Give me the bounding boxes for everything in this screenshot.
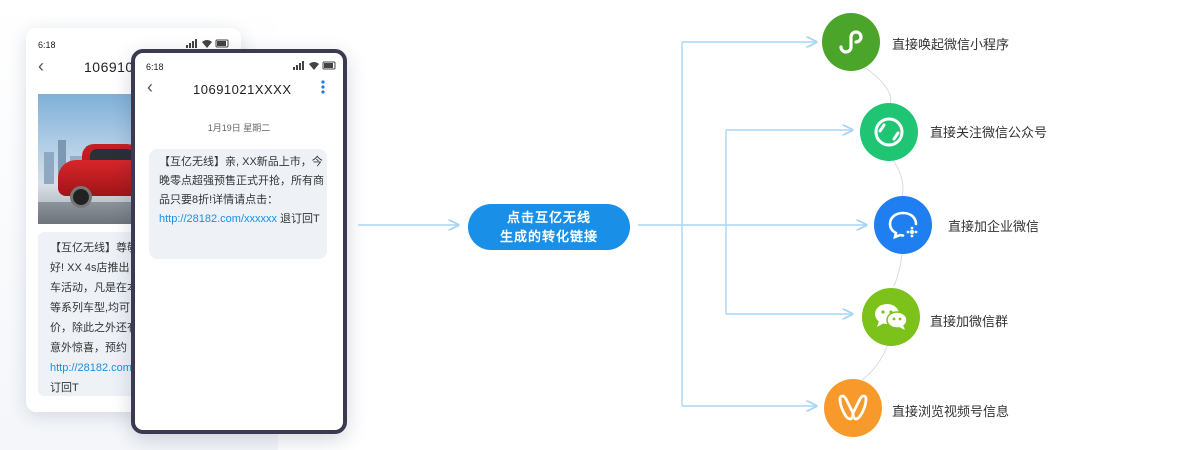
target-label-mini-program: 直接唤起微信小程序 xyxy=(892,37,1010,52)
phone-front: 6:18 ‹ 10691021XXXX 1月19日 星期二 xyxy=(131,49,347,434)
more-options-icon[interactable] xyxy=(321,80,327,94)
message-date: 1月19日 星期二 xyxy=(207,123,271,133)
status-icons xyxy=(186,39,230,50)
message-link-back[interactable]: http://28182.com xyxy=(50,362,132,374)
target-label-work-wechat: 直接加企业微信 xyxy=(948,219,1040,234)
message-text-back: 【互亿无线】尊敬 好! XX 4s店推出 车活动，凡是在本 等系列车型,均可 价… xyxy=(50,242,138,394)
mini-program-icon[interactable] xyxy=(822,13,880,71)
status-icons xyxy=(293,61,337,72)
contact-number: 10691021XXXX xyxy=(193,82,292,97)
channels-icon[interactable] xyxy=(824,379,882,437)
work-wechat-icon[interactable] xyxy=(874,196,932,254)
target-label-channels: 直接浏览视频号信息 xyxy=(892,404,1010,419)
wechat-group-icon[interactable] xyxy=(862,288,920,346)
official-account-icon[interactable] xyxy=(860,103,918,161)
status-time: 6:18 xyxy=(38,40,56,50)
message-card-front xyxy=(149,149,327,259)
target-label-official-account: 直接关注微信公众号 xyxy=(930,125,1048,140)
center-line-2: 生成的转化链接 xyxy=(499,229,598,244)
message-text-front: 【互亿无线】亲, XX新品上市，今晚零点超强预售正式开抢，所有商品只要8折!详情… xyxy=(159,156,324,225)
target-label-wechat-group: 直接加微信群 xyxy=(930,314,1009,329)
conversion-link-button[interactable]: 点击互亿无线 生成的转化链接 xyxy=(468,204,630,250)
message-link[interactable]: http://28182.com/xxxxxx xyxy=(159,213,277,225)
back-arrow-icon[interactable]: ‹ xyxy=(38,56,44,76)
center-line-1: 点击互亿无线 xyxy=(506,210,591,225)
status-time: 6:18 xyxy=(146,62,164,72)
back-arrow-icon[interactable]: ‹ xyxy=(147,77,153,97)
